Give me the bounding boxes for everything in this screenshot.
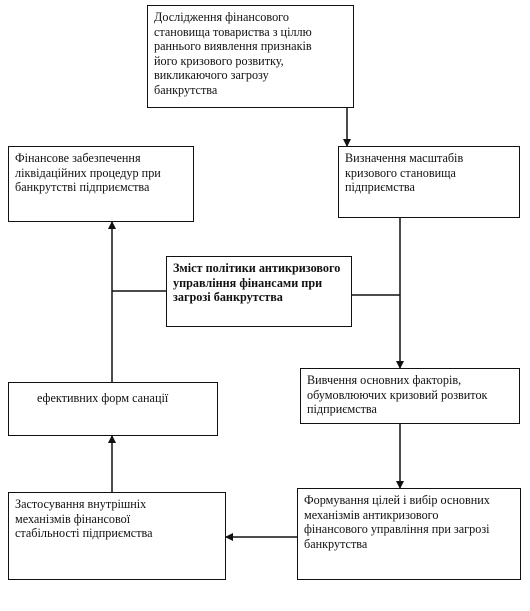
policy-box: Зміст політики антикризового управління … xyxy=(166,256,352,327)
sanation-text: ефективних форм санації xyxy=(37,391,169,405)
scale-box: Визначення масштабів кризового становища… xyxy=(338,146,520,218)
mechanisms-text: Застосування внутрішніх механізмів фінан… xyxy=(15,497,153,540)
mechanisms-box: Застосування внутрішніх механізмів фінан… xyxy=(8,492,226,580)
policy-text: Зміст політики антикризового управління … xyxy=(173,261,341,304)
goals-text: Формування цілей і вибір основних механі… xyxy=(304,493,490,551)
factors-box: Вивчення основних факторів, обумовлюючих… xyxy=(300,368,520,424)
research-box: Дослідження фінансового становища товари… xyxy=(147,5,354,108)
factors-text: Вивчення основних факторів, обумовлюючих… xyxy=(307,373,488,416)
scale-text: Визначення масштабів кризового становища… xyxy=(345,151,464,194)
sanation-box: ефективних форм санації xyxy=(8,382,218,436)
goals-box: Формування цілей і вибір основних механі… xyxy=(297,488,521,580)
research-text: Дослідження фінансового становища товари… xyxy=(154,10,312,97)
financing-box: Фінансове забезпечення ліквідаційних про… xyxy=(8,146,194,222)
financing-text: Фінансове забезпечення ліквідаційних про… xyxy=(15,151,161,194)
